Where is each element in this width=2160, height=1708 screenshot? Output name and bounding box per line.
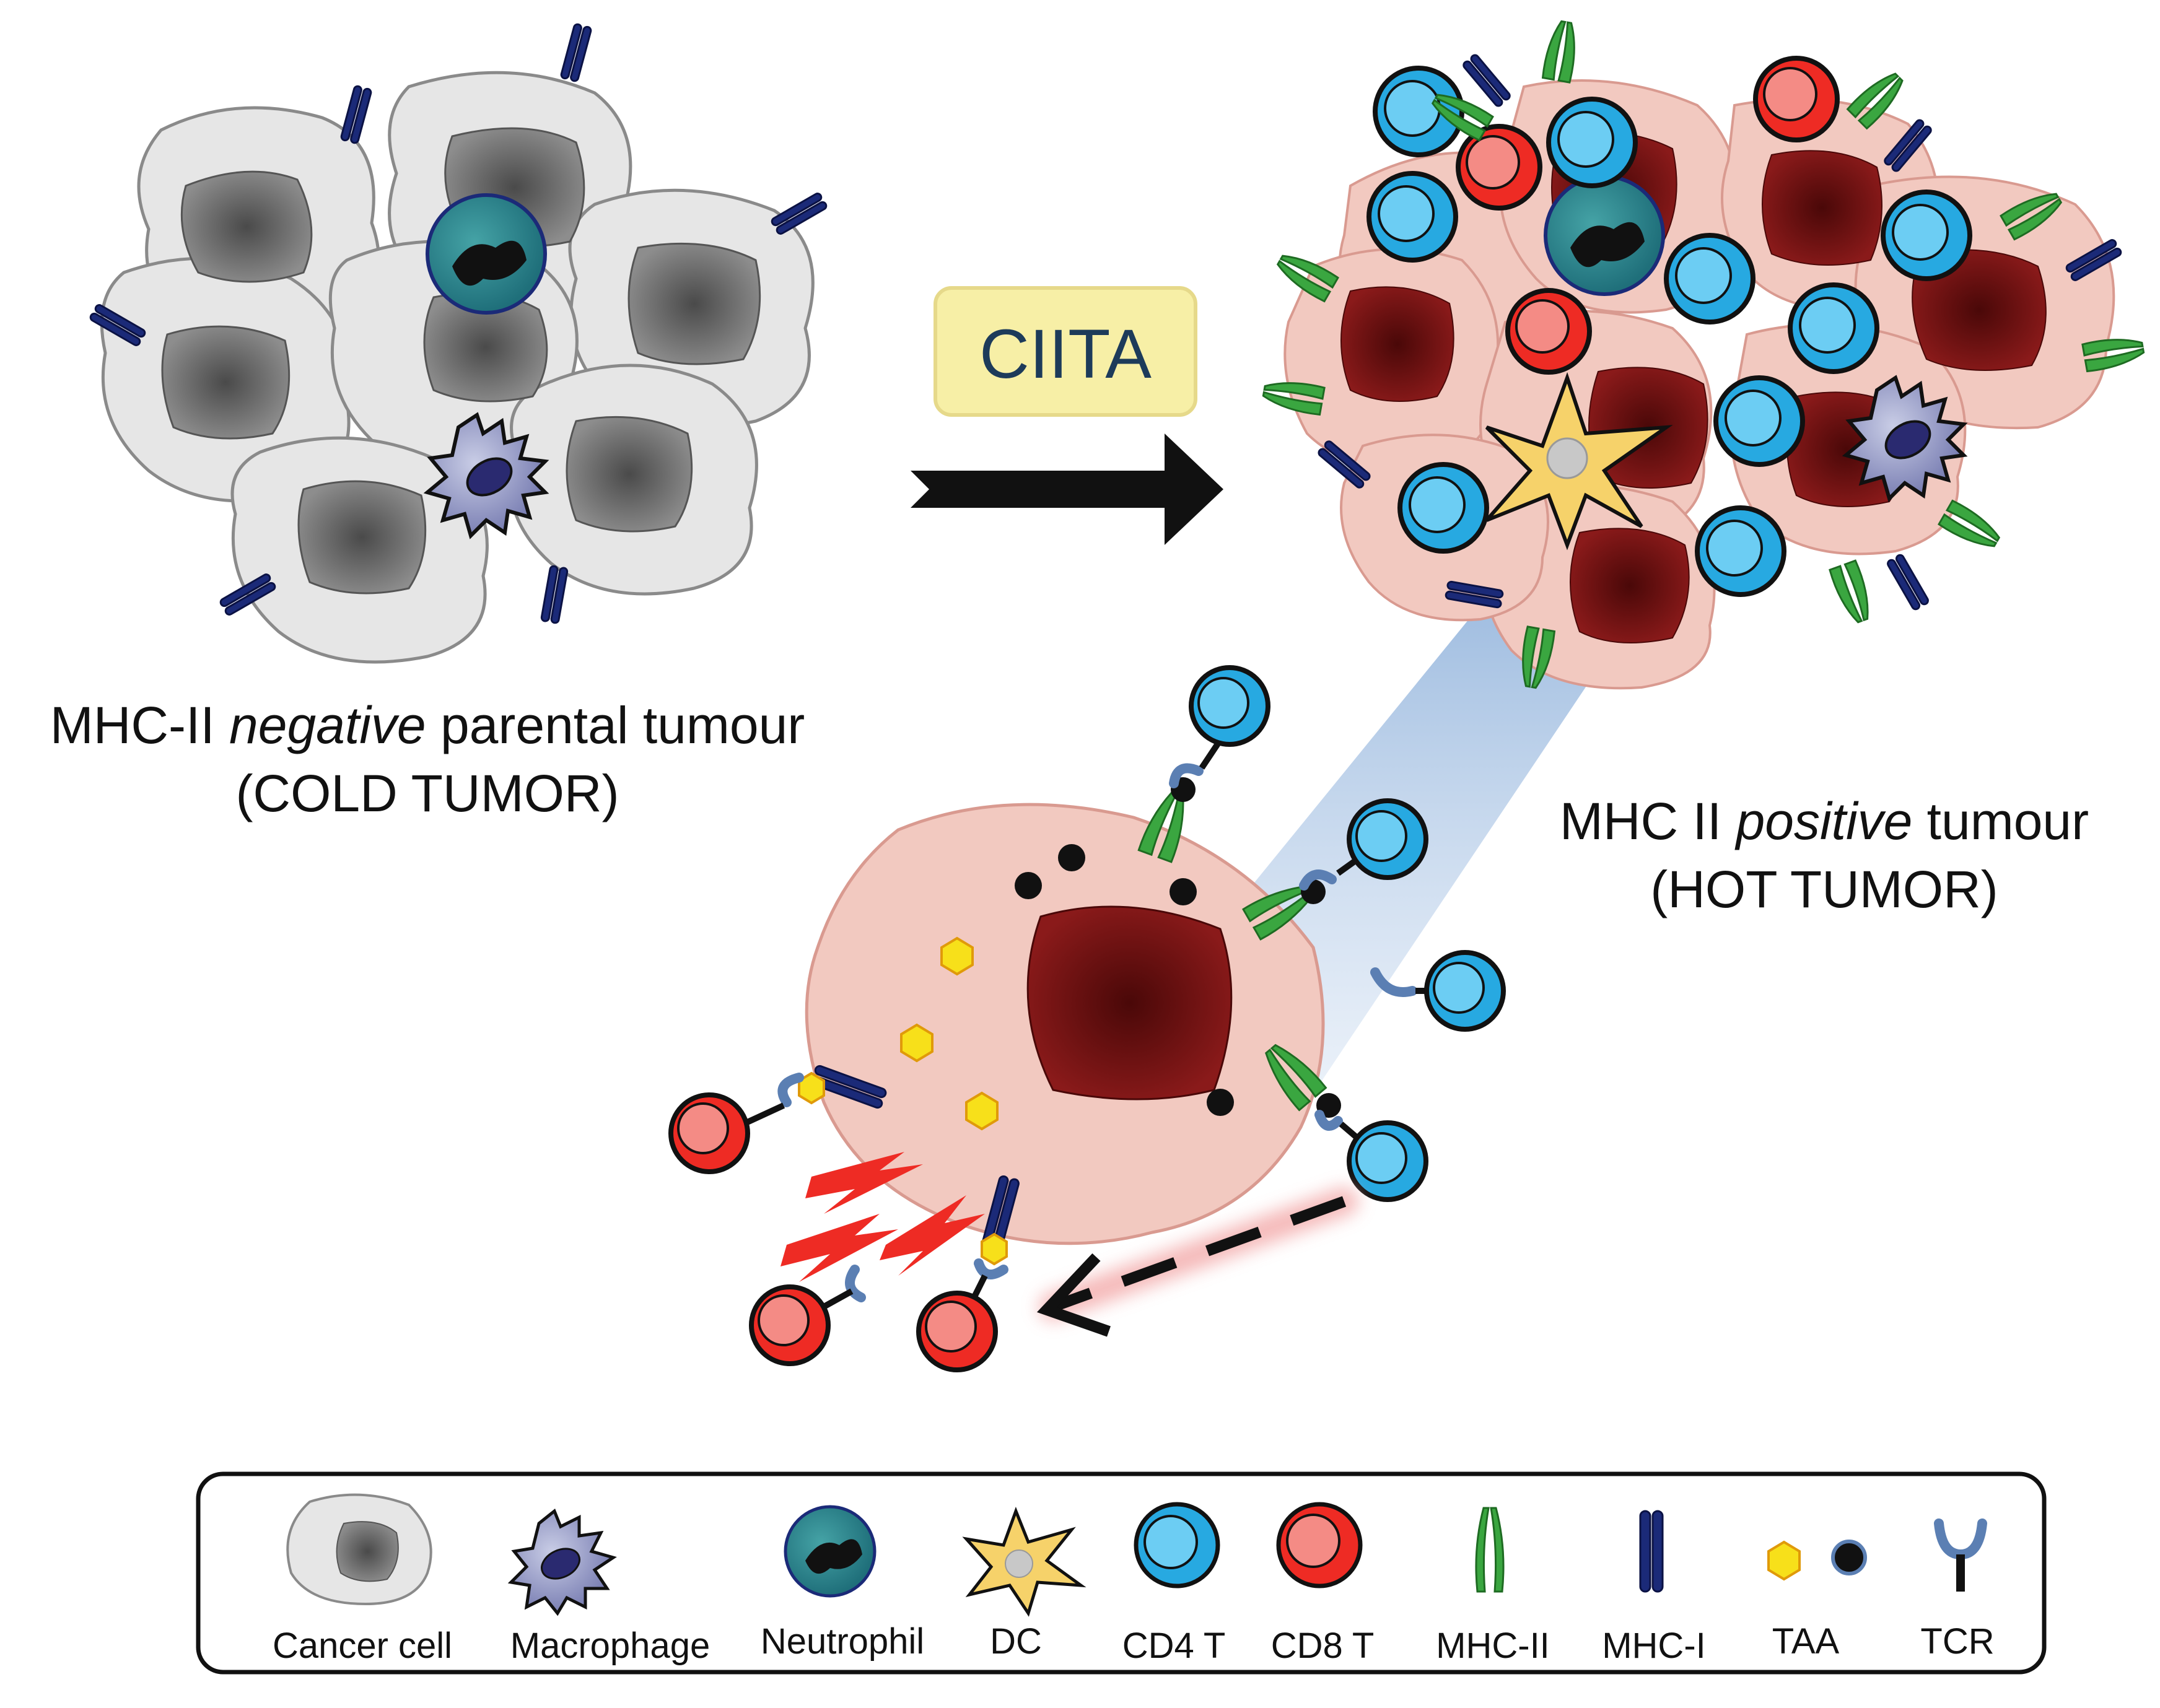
dendritic-cell-icon	[1485, 372, 1673, 551]
hot-tumor-cluster	[1262, 20, 2145, 690]
legend-label-mhc-i: MHC-I	[1602, 1626, 1706, 1666]
cd8-t-cell-icon	[668, 1092, 750, 1174]
cd8-t-cell-icon	[749, 1284, 831, 1366]
ciita-label: CIITA	[979, 315, 1152, 393]
macrophage-icon	[507, 1508, 617, 1616]
hot-tumor-label-line2: (HOT TUMOR)	[1650, 860, 1998, 918]
ciita-box: CIITA	[934, 286, 1197, 417]
legend-label-cd8-t: CD8 T	[1271, 1626, 1375, 1666]
legend-label-taa: TAA	[1772, 1621, 1840, 1662]
cd4-t-cell-icon	[1189, 665, 1270, 747]
cancer-cell-icon	[286, 1493, 432, 1606]
cd4-t-cell-icon	[1695, 505, 1786, 597]
legend-label-tcr: TCR	[1920, 1621, 1994, 1662]
cold-nucleus	[566, 416, 693, 533]
cd4-t-cell-icon	[1424, 950, 1506, 1032]
hot-cd8-t-cells	[1456, 56, 1840, 375]
cd4-t-cell-icon	[1366, 171, 1458, 263]
hot-nucleus	[1570, 528, 1690, 643]
cold-nucleus	[161, 325, 291, 440]
cold-tumor-cluster	[89, 23, 828, 664]
zoomed-cd4-t-cells	[1189, 665, 1506, 1202]
cd4-t-cell-icon	[1347, 1120, 1428, 1202]
dashed-activation-arrow	[1036, 1187, 1358, 1337]
cd4-t-cell-icon	[1546, 97, 1638, 188]
cd8-t-cell-icon	[916, 1291, 998, 1372]
hot-cd4-t-cells	[1366, 66, 1972, 597]
legend-label-dc: DC	[990, 1621, 1042, 1662]
cd4-t-cell-icon	[1664, 233, 1756, 325]
mhc-ii-icon	[1475, 1507, 1505, 1593]
cd4-t-cell-icon	[1134, 1502, 1220, 1588]
cold-nucleus	[627, 242, 761, 365]
neutrophil-icon	[784, 1505, 877, 1598]
taa-peptide-dots	[1015, 844, 1234, 1116]
zoomed-cd8-t-cells	[668, 1092, 998, 1372]
neutrophil-icon	[1544, 175, 1665, 296]
legend-label-cd4-t: CD4 T	[1122, 1626, 1226, 1666]
legend-label-mhc-ii: MHC-II	[1436, 1626, 1550, 1666]
zoomed-cancer-cell	[668, 665, 1506, 1372]
dendritic-cell-icon	[962, 1506, 1087, 1617]
zoomed-nucleus	[1026, 905, 1233, 1100]
legend: Cancer cell Macrophage Neutrophil DC CD4…	[196, 1471, 2047, 1675]
taa-hexagons	[900, 936, 999, 1131]
cold-mhc-i-markers	[89, 23, 828, 624]
mhc-i-tcr-complexes	[741, 1065, 1020, 1310]
cold-nucleus	[180, 170, 313, 283]
cd4-t-cell-icon	[1347, 798, 1428, 880]
cd8-t-cell-icon	[1753, 56, 1840, 142]
cd8-t-cell-icon	[1276, 1502, 1363, 1588]
cd4-t-cell-icon	[1373, 66, 1464, 157]
hot-nucleus	[1762, 150, 1882, 266]
cold-tumor-label-line1: MHC-II negative parental tumour	[50, 696, 805, 754]
legend-label-macrophage: Macrophage	[510, 1626, 710, 1666]
cd4-t-cell-icon	[1881, 190, 1972, 281]
neutrophil-icon	[426, 193, 547, 315]
cd8-t-cell-icon	[1456, 124, 1542, 211]
hot-nucleus	[1912, 249, 2047, 371]
cd8-t-cell-icon	[1505, 288, 1592, 375]
hot-nucleus	[1340, 286, 1454, 402]
macrophage-icon	[1842, 375, 1968, 502]
cd4-t-cell-icon	[1713, 375, 1805, 467]
mhc-ii-tcr-complexes	[1137, 729, 1437, 1145]
mhc-i-icon	[1639, 1510, 1664, 1593]
cold-tumor-label-line2: (COLD TUMOR)	[235, 764, 619, 822]
taa-icon	[1767, 1540, 1867, 1581]
cold-nucleus	[297, 480, 427, 595]
hot-tumor-label-line1: MHC II positive tumour	[1560, 792, 2089, 850]
cytotoxic-lightning-icons	[780, 1152, 985, 1282]
legend-label-neutrophil: Neutrophil	[761, 1621, 924, 1662]
legend-label-cancer-cell: Cancer cell	[273, 1626, 452, 1666]
hot-mhc-i-markers	[1318, 54, 2122, 611]
macrophage-icon	[423, 412, 549, 539]
transition-arrow	[911, 434, 1223, 545]
hot-mhc-ii-markers	[1262, 20, 2145, 689]
cd4-t-cell-icon	[1397, 462, 1489, 554]
cd4-t-cell-icon	[1788, 282, 1879, 374]
tcr-icon	[1934, 1518, 1987, 1592]
